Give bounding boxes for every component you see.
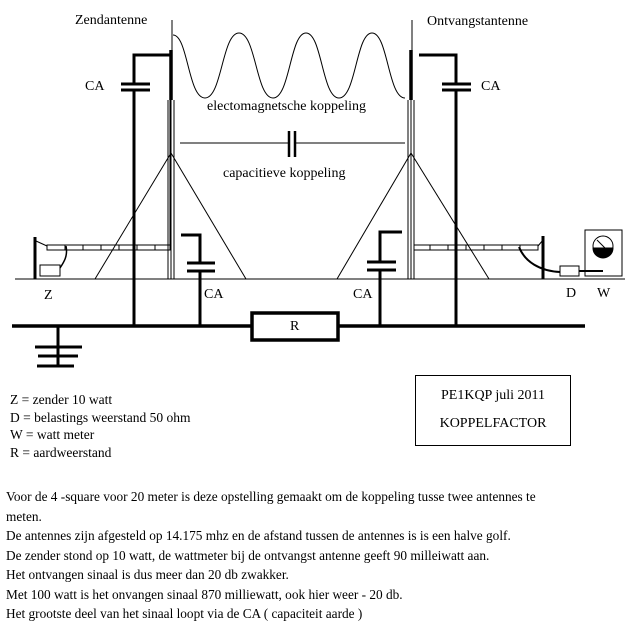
description-line: Het grootste deel van het sinaal loopt v… <box>6 606 363 621</box>
resistor-r <box>250 311 340 342</box>
em-coupling-label: electomagnetsche koppeling <box>207 99 366 114</box>
ca-label-left-top: CA <box>85 79 105 94</box>
earth-ground-icon <box>35 326 82 368</box>
radials-left <box>35 100 171 251</box>
ca-capacitor-right-top <box>419 53 471 326</box>
description-line: Met 100 watt is het onvangen sinaal 870 … <box>6 586 403 602</box>
ca-capacitor-left-ground <box>181 233 215 326</box>
feedline-left <box>59 245 68 269</box>
ca-label-right-top: CA <box>481 79 501 94</box>
em-wave <box>172 32 406 99</box>
w-label: W <box>597 286 611 301</box>
description-line: Het ontvangen sinaal is dus meer dan 20 … <box>6 567 289 582</box>
load-d-box <box>559 265 580 277</box>
legend-item: W = watt meter <box>10 427 95 442</box>
watt-meter-icon <box>584 229 623 277</box>
r-label: R <box>290 319 300 334</box>
description-line: meten. <box>6 508 42 524</box>
info-box: PE1KQP juli 2011 KOPPELFACTOR <box>415 375 571 446</box>
transmit-antenna-label: Zendantenne <box>75 13 148 28</box>
description-line: De zender stond op 10 watt, de wattmeter… <box>6 547 490 563</box>
description-line: De antennes zijn afgesteld op 14.175 mhz… <box>6 528 511 543</box>
ca-capacitor-left-top <box>121 53 171 326</box>
description: Voor de 4 -square voor 20 meter is deze … <box>6 487 631 624</box>
diagram-title: KOPPELFACTOR <box>439 416 547 431</box>
receive-antenna-label: Ontvangstantenne <box>427 14 529 29</box>
ca-label-right-ground: CA <box>353 287 373 302</box>
transmit-antenna <box>94 20 247 280</box>
transmitter-z-box <box>39 264 61 277</box>
ca-capacitor-right-ground <box>367 230 402 326</box>
receive-antenna <box>336 20 490 280</box>
capacitive-coupling-symbol <box>180 131 405 157</box>
ca-label-left-ground: CA <box>204 287 224 302</box>
z-label: Z <box>44 288 53 303</box>
legend-item: D = belastings weerstand 50 ohm <box>10 409 191 425</box>
legend-item: R = aardweerstand <box>10 444 112 460</box>
radials-right <box>413 100 544 251</box>
cap-coupling-label: capacitieve koppeling <box>223 166 346 181</box>
legend: Z = zender 10 watt D = belastings weerst… <box>10 391 190 461</box>
legend-item: Z = zender 10 watt <box>10 392 113 407</box>
d-label: D <box>566 286 577 301</box>
feedline-right <box>518 246 561 273</box>
author-date: PE1KQP juli 2011 <box>441 388 545 403</box>
description-line: Voor de 4 -square voor 20 meter is deze … <box>6 489 536 504</box>
